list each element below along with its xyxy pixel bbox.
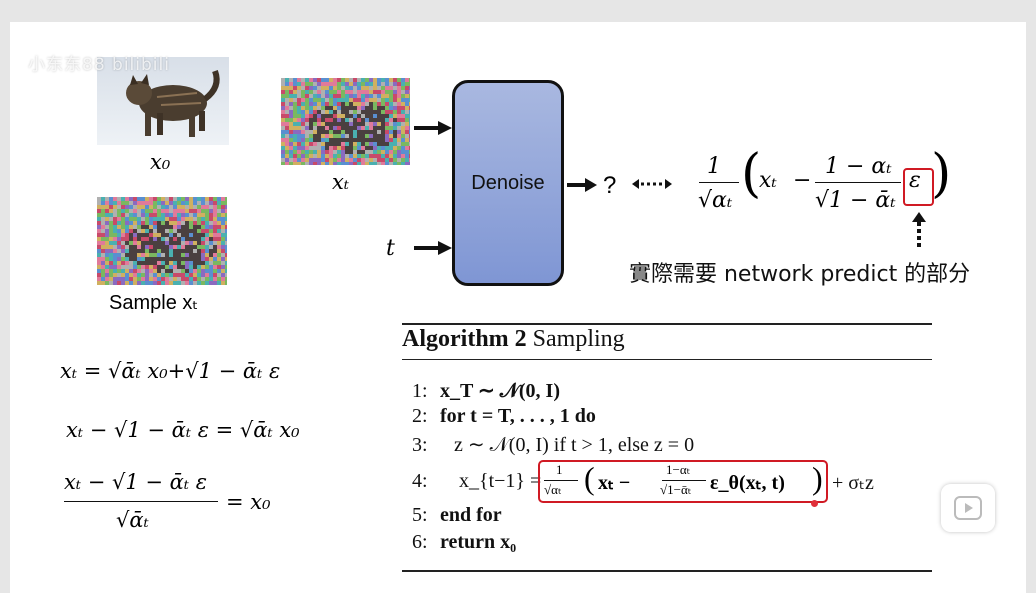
algo-line-num: 6:: [412, 531, 428, 553]
f-den2: √1 − ᾱₜ: [815, 188, 896, 213]
f-den1: √αₜ: [698, 188, 733, 213]
algo-top-rule: [402, 323, 932, 325]
noisy-cat-image: [281, 78, 410, 165]
algo-title-bold: Algorithm 2: [402, 326, 527, 352]
algo-line-2: 2: for t = T, . . . , 1 do: [412, 405, 596, 428]
equation-2: xₜ − √1 − ᾱₜ ε = √ᾱₜ x₀: [66, 418, 300, 442]
l4-frac-line: [544, 480, 578, 481]
eq3-rhs: = x₀: [226, 490, 271, 514]
algo-line-num: 2:: [412, 405, 428, 427]
algo-line-3: 3: z ∼ 𝒩(0, I) if t > 1, else z = 0: [412, 432, 694, 457]
l4-lparen: (: [584, 460, 595, 496]
denoise-label: Denoise: [471, 171, 545, 194]
network-predict-highlight-box: [538, 460, 828, 503]
f-num1: 1: [707, 154, 721, 179]
l4-num: 1: [556, 462, 563, 477]
algo-line-num: 5:: [412, 504, 428, 526]
algo-line-6: 6: return x₀: [412, 531, 516, 554]
t-label: t: [386, 236, 395, 261]
algo-line-text: z ∼ 𝒩(0, I) if t > 1, else z = 0: [454, 434, 695, 456]
equation-1: xₜ = √ᾱₜ x₀+√1 − ᾱₜ ε: [60, 359, 281, 383]
output-arrow: [567, 178, 597, 192]
l4-rparen: ): [812, 460, 823, 496]
algo-line-num: 1:: [412, 380, 428, 402]
sample-xt-label: Sample xₜ: [109, 290, 198, 315]
algo-title-rest: Sampling: [526, 326, 625, 352]
dotted-double-arrow: [632, 179, 672, 189]
algo-line4-lhs: x_{t−1} =: [459, 470, 542, 492]
f-rparen: ): [931, 144, 952, 204]
f-lparen: (: [741, 144, 762, 204]
algo-line4-formula: 1 √αₜ ( xₜ − 1−αₜ √1−ᾱₜ ε_θ(xₜ, t) ): [542, 460, 842, 502]
algo-line-4: 4: x_{t−1} =: [412, 470, 541, 493]
equation-3: xₜ − √1 − ᾱₜ ε √ᾱₜ = x₀: [64, 470, 294, 540]
f-frac-line2: [815, 182, 901, 183]
sample-noisy-image: [97, 197, 227, 285]
eq3-denominator: √ᾱₜ: [116, 508, 149, 532]
l4-eps: ε_θ(xₜ, t): [710, 472, 785, 494]
top-formula: 1 √αₜ ( xₜ − 1 − αₜ √1 − ᾱₜ ε ): [695, 144, 955, 230]
annotation-arrow: [912, 212, 926, 250]
sample-xt-text: Sample xₜ: [109, 292, 199, 314]
algo-line-text: return x₀: [440, 531, 517, 553]
f-eps: ε: [909, 168, 921, 193]
play-icon: [954, 496, 982, 520]
input-arrows: [414, 121, 452, 255]
l4-inner-line: [662, 480, 706, 481]
l4-inner-den: √1−ᾱₜ: [660, 482, 692, 497]
f-frac-line1: [699, 182, 739, 183]
algo-line-num: 3:: [412, 434, 428, 456]
bilibili-watermark: 小东东88 bilibili: [28, 55, 170, 75]
eq3-numerator: xₜ − √1 − ᾱₜ ε: [64, 470, 207, 494]
algo-bottom-rule: [402, 570, 932, 572]
question-mark: ?: [603, 172, 617, 199]
algo-line-text: for t = T, . . . , 1 do: [440, 405, 596, 427]
f-minus: −: [793, 168, 812, 193]
algo-title: Algorithm 2 Sampling: [402, 326, 625, 353]
x0-label: x₀: [150, 150, 171, 174]
play-button[interactable]: [941, 484, 995, 532]
clean-cat-image: [97, 57, 229, 145]
eq3-frac-line: [64, 501, 218, 502]
algo-line-text: x_T ∼ 𝒩(0, I): [440, 380, 560, 402]
algo-line-5: 5: end for: [412, 504, 502, 527]
highlight-dot: [811, 500, 818, 507]
f-xt: xₜ: [759, 168, 777, 193]
epsilon-highlight-box: [903, 168, 934, 206]
l4-inner-num: 1−αₜ: [666, 462, 691, 477]
algo-line-text: end for: [440, 504, 502, 526]
l4-den: √αₜ: [544, 482, 562, 497]
l4-inner: xₜ −: [598, 472, 631, 494]
annotation-text: 實際需要 network predict 的部分: [629, 262, 971, 287]
denoise-block: Denoise: [452, 80, 564, 286]
algo-line-1: 1: x_T ∼ 𝒩(0, I): [412, 378, 560, 403]
algo-mid-rule: [402, 359, 932, 360]
algo-line4-tail: + σₜz: [832, 472, 874, 494]
xt-label: xₜ: [332, 170, 350, 194]
algo-line-num: 4:: [412, 470, 428, 492]
f-num2: 1 − αₜ: [825, 154, 892, 179]
